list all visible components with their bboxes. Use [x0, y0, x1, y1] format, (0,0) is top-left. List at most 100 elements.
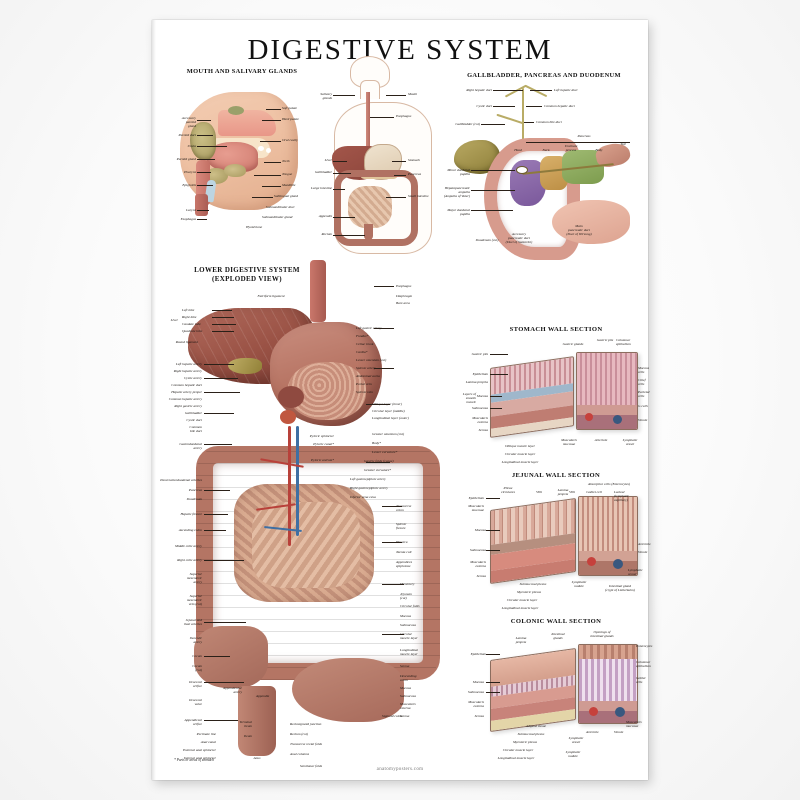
leader-line — [471, 170, 515, 171]
jejunal-wall-label-lacteal: Lacteal (lymphatic capillary) — [614, 490, 629, 503]
leader-line — [382, 634, 404, 635]
stomach-wall-label-epithelium: Epithelium — [472, 372, 488, 376]
lower-label-cardia: Cardia* — [356, 350, 368, 354]
gb-label-duodenum-cut: Duodenum (cut) — [475, 238, 499, 242]
stomach-wall-label-muscularis-externa: Muscularis externa — [472, 416, 488, 425]
colonic-wall-label-submucosal-plexus: Submucosal plexus — [517, 732, 545, 736]
lower-label-splenic-vein: Splenic vein — [356, 390, 374, 394]
stomach-wall-label-lamina-propria: Lamina propria — [465, 380, 488, 384]
lower-label-common-hepatic-duct: Common hepatic duct — [171, 383, 202, 387]
stomach-wall-label-oblique-muscle-layer: Oblique muscle layer — [505, 444, 535, 448]
lower-label-cecum-cut: Cecum (cut) — [192, 664, 202, 673]
jejunal-wall-label-muscularis-externa: Muscularis externa — [470, 560, 486, 569]
colonic-wall-label-circular-muscle-layer: Circular muscle layer — [502, 748, 534, 752]
lower-label-ascending-colon: Ascending colon — [178, 528, 202, 532]
mouth-label-parotid-gland: Parotid gland — [176, 157, 196, 161]
jejunal-wall-label-lamina-propria: Lamina propria — [557, 488, 569, 497]
colonic-wall-label-enterocytes: Enterocytes — [636, 644, 653, 648]
leader-line — [204, 392, 240, 393]
lower-label-descending-colon: Descending colon — [400, 674, 417, 683]
mouth-label-epiglottis: Epiglottis — [182, 183, 196, 187]
panel-colonic-wall-section: COLONIC WALL SECTION — [468, 618, 652, 768]
lower-label-serosa: Serosa — [400, 664, 410, 668]
jejunal-wall-label-epithelium: Epithelium — [468, 496, 484, 500]
leader-line — [382, 584, 404, 585]
leader-line — [204, 656, 230, 657]
lower-label-jejunal-ileal-arteries: Jejunal and ileal arteries — [184, 618, 202, 627]
lower-label-external-anal-sphincter: External anal sphincter — [182, 748, 216, 752]
leader-line — [204, 413, 234, 414]
lower-label-mesentery: Mesentery — [400, 582, 415, 586]
colonic-wall-label-intestinal-glands: Intestinal glands — [551, 632, 565, 641]
lower-label-splenic-artery: Splenic artery — [356, 366, 376, 370]
leader-line — [204, 560, 244, 561]
lower-label-greater-curvature: Greater curvature* — [364, 468, 392, 472]
lower-label-ileocecal-orifice: Ileocecal orifice — [189, 680, 202, 689]
leader-line — [481, 124, 505, 125]
lower-label-appendices-epiploicae: Appendices epiploicae — [396, 560, 413, 569]
leader-line — [374, 368, 394, 369]
leader-line — [374, 286, 394, 287]
leader-line — [260, 141, 281, 142]
mouth-label-accessory-parotid-gland: Accessory parotid gland — [181, 116, 196, 129]
leader-line — [486, 550, 500, 551]
colonic-wall-illustration — [468, 630, 644, 762]
panel-heading-colonic-wall: COLONIC WALL SECTION — [510, 618, 602, 625]
mouth-label-soft-palate: Soft palate — [282, 106, 298, 110]
lower-label-gallbladder: Gallbladder — [184, 411, 202, 415]
mouth-label-parotid-duct: Parotid duct — [178, 133, 196, 137]
panel-body-overview: Salivary glands Liver Gallbladder Large … — [311, 56, 448, 262]
lower-label-right-lobe: Right lobe — [182, 315, 197, 319]
mouth-label-pharynx: Pharynx — [184, 170, 196, 174]
stomach-wall-label-mucous-cells: Mucous cells — [638, 366, 650, 375]
jejunal-wall-label-serosa: Serosa — [476, 574, 486, 578]
leader-line — [212, 317, 234, 318]
panel-heading-stomach-wall: STOMACH WALL SECTION — [509, 326, 603, 333]
jejunal-wall-label-arteriole: Arteriole — [638, 542, 651, 546]
colonic-wall-label-epithelium: Epithelium — [470, 652, 486, 656]
jejunal-wall-label-lymphatic-nodule: Lymphatic nodule — [571, 580, 587, 589]
gb-label-common-hepatic-duct: Common hepatic duct — [544, 104, 575, 108]
leader-line — [524, 122, 534, 123]
overview-label-stomach: Stomach — [408, 158, 421, 162]
lower-label-circular-layer: Circular layer (middle) — [372, 409, 405, 413]
lower-label-left-hepatic-artery: Left hepatic artery — [175, 362, 202, 366]
colonic-wall-block-low-mag — [490, 647, 576, 733]
lower-label-appendix: Appendix — [256, 694, 270, 698]
gb-label-pancreas-body: Body — [595, 148, 603, 152]
lower-label-pyloric-antrum: Pyloric antrum* — [310, 458, 334, 462]
leader-line — [486, 530, 500, 531]
mouth-label-teeth: Teeth — [282, 159, 290, 163]
lower-label-superior-mesenteric-artery: Superior mesenteric artery — [186, 572, 202, 585]
lower-label-anal-columns: Anal columns — [290, 752, 310, 756]
leader-line — [212, 331, 234, 332]
leader-line — [493, 106, 515, 107]
lower-label-inferior-vena-cava: Inferior vena cava — [350, 495, 376, 499]
lower-label-appendicular-artery: Appendicular artery — [222, 686, 242, 695]
leader-line — [197, 185, 213, 186]
lower-label-ileocolic-artery: Ileocolic artery — [189, 636, 202, 645]
poster-footer-url: anatomyposters.com — [376, 767, 424, 772]
colonic-wall-label-arteriole: Arteriole — [586, 730, 599, 734]
panel-mouth-and-salivary-glands: MOUTH AND SALIVARY GLANDS Accessory paro… — [162, 68, 322, 229]
lower-label-haustra: Haustra — [396, 540, 456, 544]
colonic-wall-label-lamina-propria: Lamina propria — [515, 636, 527, 645]
lower-label-appendiceal-orifice: Appendiceal orifice — [184, 718, 203, 727]
mouth-label-sublingual-gland: Sublingual gland — [274, 194, 299, 198]
lower-label-circular-folds: Circular folds — [400, 604, 420, 608]
lower-label-rectum-cut: Rectum (cut) — [290, 732, 308, 736]
stomach-wall-label-g-cells: G cells — [638, 404, 648, 408]
stomach-wall-label-longitudinal-muscle-layer: Longitudinal muscle layer — [501, 460, 539, 464]
mouth-label-uvula: Uvula — [187, 144, 196, 148]
lower-label-greater-omentum-cut: Greater omentum (cut) — [372, 432, 405, 436]
colonic-wall-label-muscularis-mucosae: Muscularis mucosae — [626, 720, 642, 729]
stomach-wall-label-gastric-glands: Gastric glands — [562, 342, 584, 346]
gb-label-hepatopancreatic-ampulla: Hepatopancreatic ampulla (Ampulla of Vat… — [443, 186, 470, 199]
overview-label-large-intestine: Large intestine — [311, 186, 332, 190]
leader-line — [366, 404, 390, 405]
stomach-wall-block-high-mag — [576, 352, 638, 430]
lower-label-circular-muscle-layer: Circular muscle layer — [400, 632, 418, 641]
leader-line — [204, 364, 234, 365]
leader-line — [490, 354, 508, 355]
lower-label-quadrate-lobe: Quadrate lobe — [182, 329, 203, 333]
